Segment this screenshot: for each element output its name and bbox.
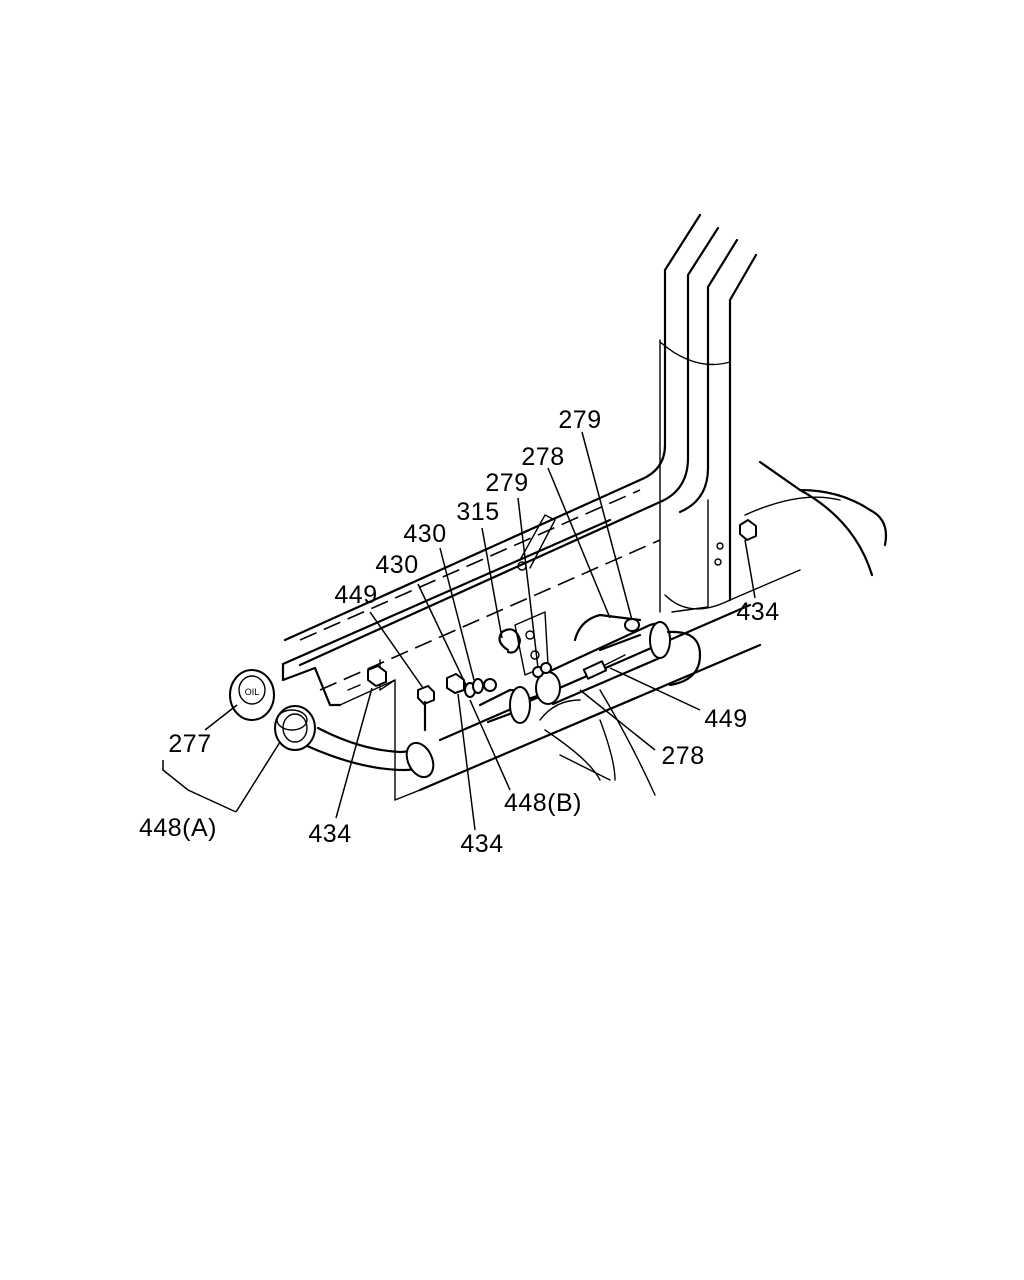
callout-430-upper: 430 bbox=[403, 520, 446, 548]
callout-278-lower: 278 bbox=[661, 742, 704, 770]
vertical-pipe bbox=[283, 213, 758, 667]
callout-449-right: 449 bbox=[704, 705, 747, 733]
oil-cap-label: OIL bbox=[245, 687, 260, 697]
callout-448a: 448(A) bbox=[139, 814, 217, 842]
callout-430-lower: 430 bbox=[375, 551, 418, 579]
callout-448b: 448(B) bbox=[504, 789, 582, 817]
leader-lines bbox=[162, 431, 756, 831]
callout-279-mid: 279 bbox=[485, 469, 528, 497]
hardware bbox=[367, 519, 757, 732]
callout-279-upper: 279 bbox=[558, 406, 601, 434]
callout-434-right: 434 bbox=[736, 598, 779, 626]
pipe-assembly bbox=[478, 613, 702, 724]
flywheel-housing bbox=[539, 460, 888, 796]
callout-277: 277 bbox=[168, 730, 211, 758]
callout-449-left: 449 bbox=[334, 581, 377, 609]
oil-filler-pipe bbox=[274, 705, 435, 779]
callout-315: 315 bbox=[456, 498, 499, 526]
callouts: 277 448(A) 434 449 430 430 315 279 278 2… bbox=[139, 406, 779, 858]
callout-434-left: 434 bbox=[308, 820, 351, 848]
callout-278-upper: 278 bbox=[521, 443, 564, 471]
oil-cap: OIL bbox=[229, 669, 275, 721]
frame-rail bbox=[281, 489, 801, 801]
callout-434-center: 434 bbox=[460, 830, 503, 858]
